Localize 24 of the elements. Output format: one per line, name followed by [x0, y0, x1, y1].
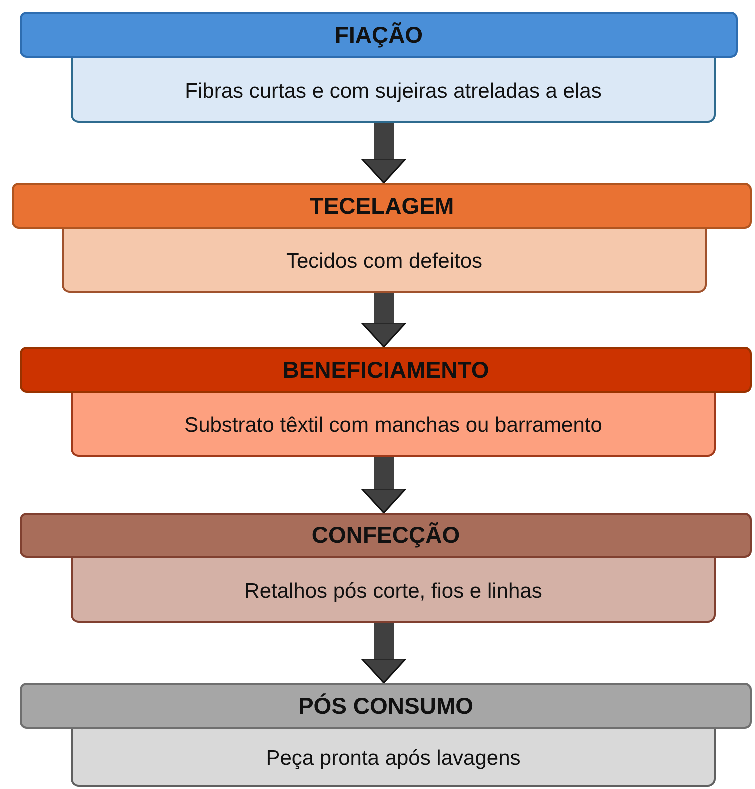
- stage-header-bar: [20, 513, 752, 558]
- arrow: [361, 457, 407, 514]
- stage-header-bar: [20, 683, 752, 729]
- arrow: [361, 123, 407, 184]
- stage-description: Retalhos pós corte, fios e linhas: [244, 580, 542, 604]
- stage-box: [62, 227, 707, 293]
- stage-header-bar: [20, 347, 752, 393]
- arrow: [361, 623, 407, 684]
- stage-box: [71, 556, 716, 623]
- stage-title: PÓS CONSUMO: [298, 692, 474, 720]
- stage-title: CONFECÇÃO: [312, 522, 460, 549]
- stage-box: [71, 727, 716, 787]
- stage-description: Tecidos com defeitos: [286, 250, 483, 274]
- stage-box: [71, 391, 716, 457]
- stage-title: FIAÇÃO: [334, 22, 424, 48]
- stage-description: Substrato têxtil com manchas ou barramento: [184, 414, 602, 438]
- stage-description: Fibras curtas e com sujeiras atreladas a elas: [185, 80, 602, 104]
- stage-title: TECELAGEM: [310, 192, 454, 220]
- stage-header-bar: [20, 12, 738, 58]
- stage-title: BENEFICIAMENTO: [282, 356, 490, 384]
- arrow: [361, 293, 407, 348]
- stage-description: Peça pronta após lavagens: [266, 747, 521, 771]
- stage-header-bar: [12, 183, 752, 229]
- stage-box: [71, 56, 716, 123]
